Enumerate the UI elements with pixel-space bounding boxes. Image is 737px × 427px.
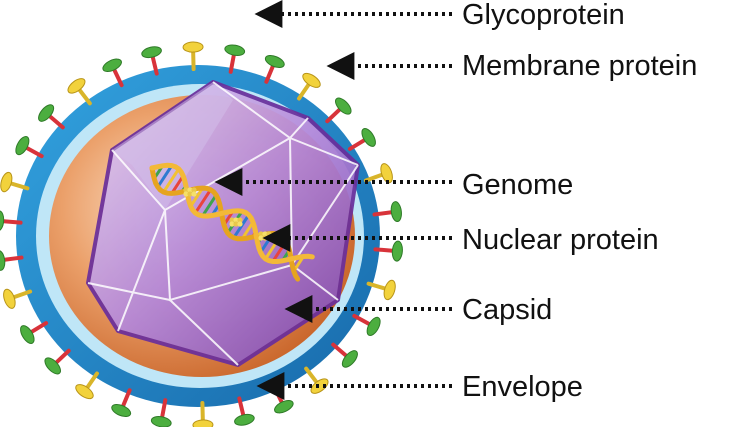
membrane-protein [304, 366, 329, 394]
glycoprotein [325, 97, 352, 124]
membrane-protein [297, 72, 321, 101]
label-genome: Genome [462, 169, 573, 201]
glycoprotein [0, 249, 24, 271]
glycoprotein [373, 240, 403, 262]
membrane-protein [363, 163, 393, 184]
glycoprotein [150, 398, 172, 427]
glycoprotein [372, 201, 402, 223]
nuclear-protein [229, 217, 243, 227]
label-nuclear-protein: Nuclear protein [462, 224, 659, 256]
glycoprotein [102, 58, 124, 88]
dna-base-pair [194, 188, 212, 214]
capsid [86, 80, 360, 367]
glycoprotein [272, 384, 294, 414]
dna-base-pair [170, 175, 185, 195]
label-membrane-protein: Membrane protein [462, 50, 697, 82]
glycoprotein [347, 128, 376, 151]
label-glycoprotein: Glycoprotein [462, 0, 625, 31]
membrane-protein [366, 279, 396, 301]
glycoprotein [264, 54, 285, 84]
glycoprotein [141, 46, 162, 76]
glycoprotein [38, 104, 65, 130]
dna-base-pair [162, 168, 180, 193]
membrane-protein [182, 41, 204, 72]
glycoprotein [0, 210, 23, 232]
membrane-protein [3, 288, 33, 309]
label-capsid: Capsid [462, 294, 552, 326]
glycoprotein [20, 321, 49, 344]
glycoprotein [352, 313, 381, 337]
label-envelope: Envelope [462, 371, 583, 403]
glycoprotein [331, 342, 358, 368]
membrane-protein [67, 78, 92, 106]
glycoprotein [234, 396, 255, 426]
glycoprotein [111, 388, 132, 418]
nuclear-protein [183, 187, 197, 197]
glycoprotein [15, 135, 44, 159]
membrane-protein [192, 400, 214, 427]
dna-strand [149, 162, 315, 264]
dna-base-pair [240, 221, 255, 240]
dna-base-pair [201, 194, 218, 217]
dna-base-pair [156, 164, 174, 188]
membrane-protein [0, 171, 30, 193]
dna-base-pair [232, 214, 250, 239]
membrane-protein [75, 371, 99, 400]
glycoprotein [44, 348, 71, 375]
glycoprotein [224, 44, 246, 74]
dna-base-pair [189, 187, 204, 208]
surface-proteins [0, 41, 403, 427]
